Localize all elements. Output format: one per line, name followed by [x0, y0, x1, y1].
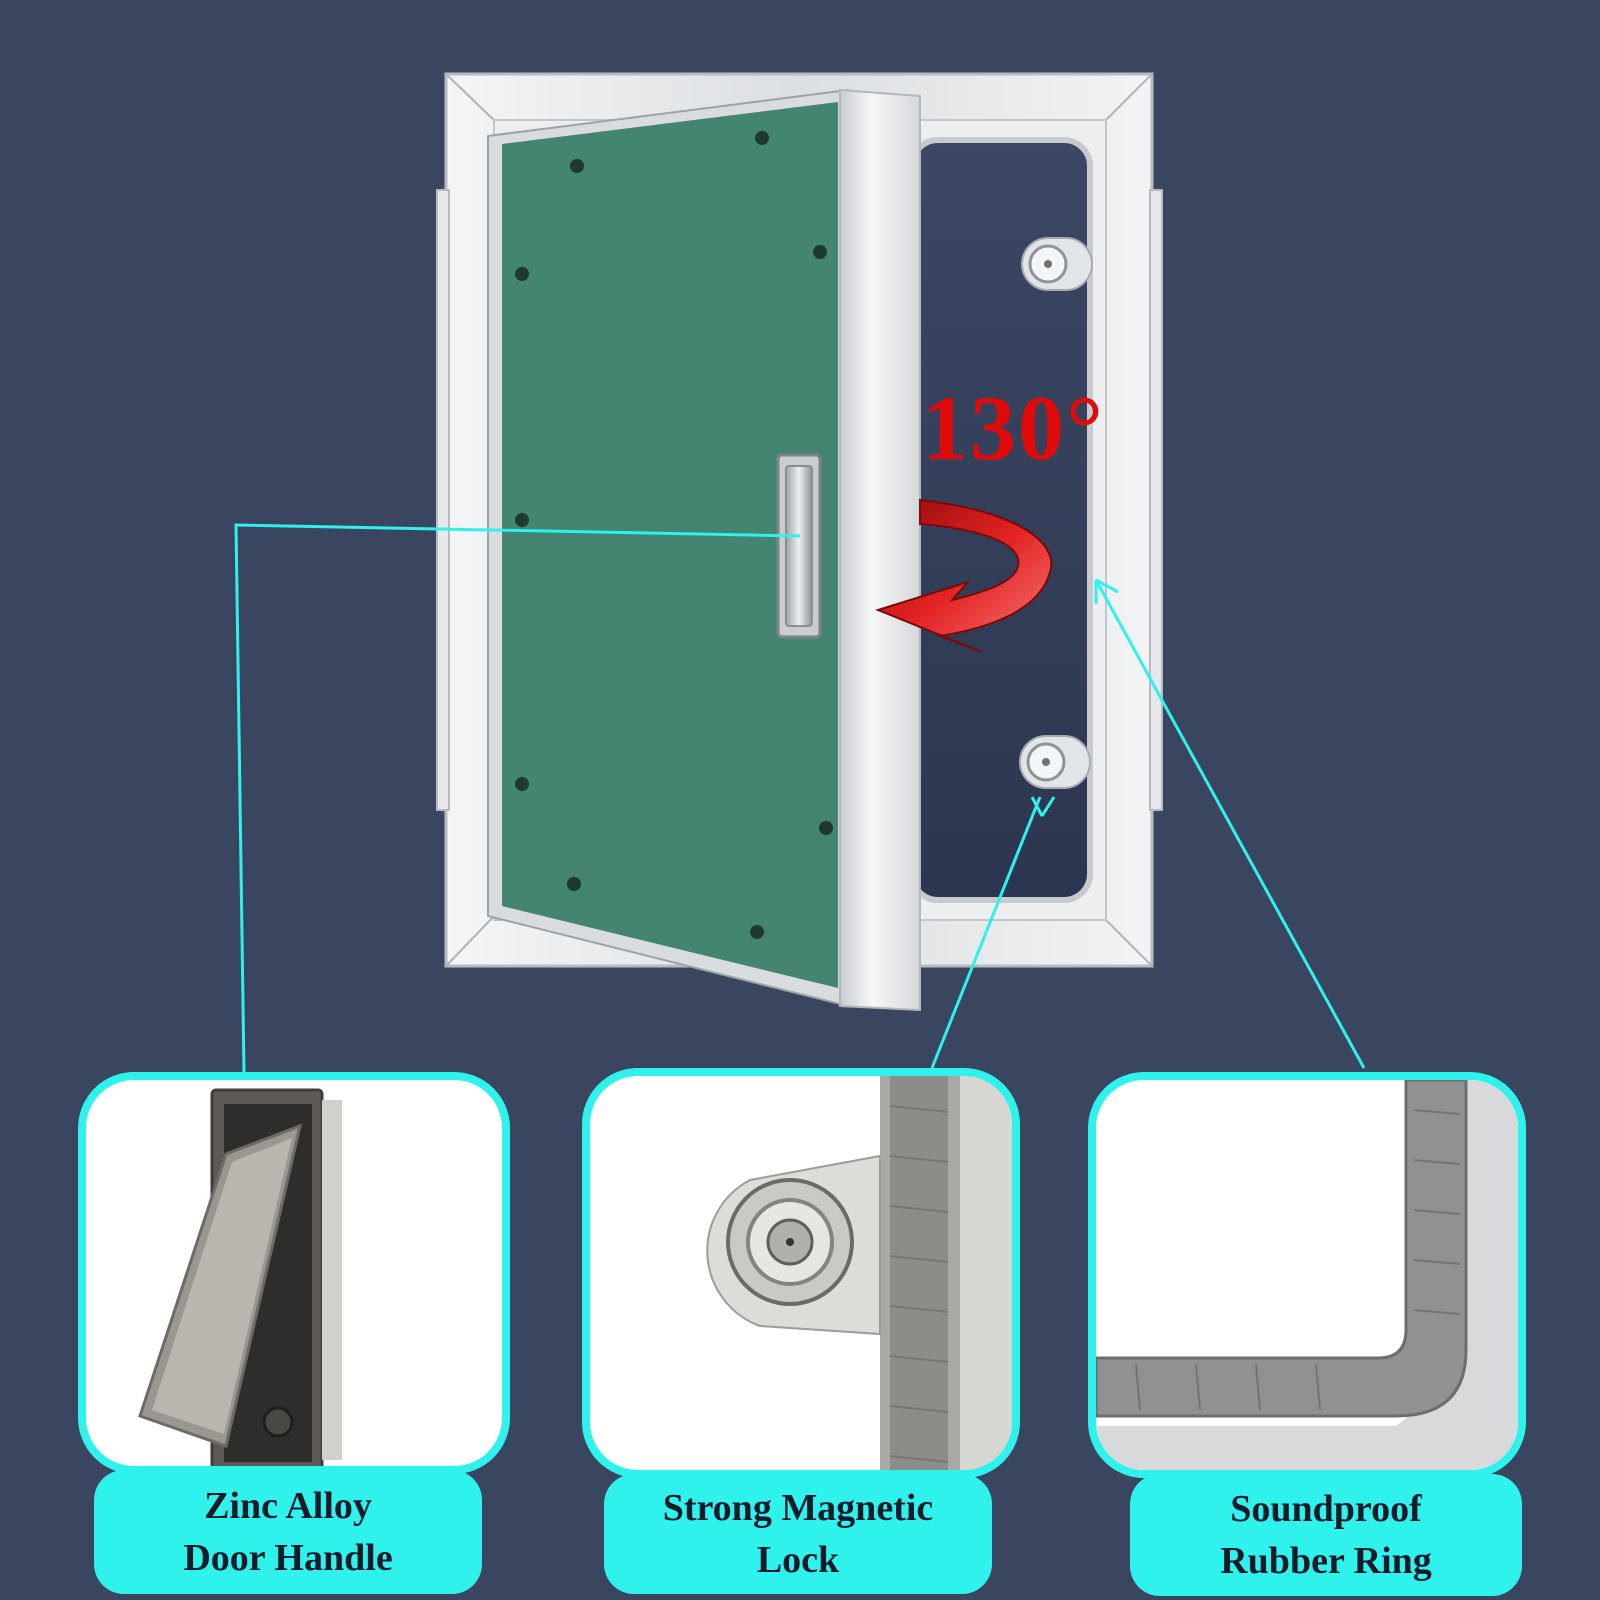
- feature-image-rubber-ring: [1088, 1072, 1526, 1478]
- callout-lines: [234, 523, 1366, 1073]
- door-handle: [776, 453, 822, 639]
- magnetic-catch-bottom: [1019, 735, 1091, 789]
- feature-label-ring-line2: Rubber Ring: [1220, 1540, 1432, 1582]
- feature-label-magnetic-lock: Strong Magnetic Lock: [604, 1474, 992, 1594]
- handle-callout-line: [234, 523, 801, 1073]
- rubber-seal-closeup-icon: [1096, 1080, 1518, 1470]
- door-panel: [487, 88, 921, 1012]
- opening-angle-label: 130°: [922, 377, 1105, 479]
- lock-callout-line: [930, 796, 1042, 1069]
- feature-image-handle: [78, 1072, 510, 1474]
- feature-label-handle-line2: Door Handle: [183, 1537, 393, 1579]
- magnetic-catch-top: [1021, 237, 1093, 291]
- magnet-closeup-icon: [706, 1076, 1012, 1470]
- feature-label-lock-line1: Strong Magnetic: [662, 1487, 934, 1529]
- feature-image-magnetic-lock: [582, 1068, 1020, 1478]
- feature-label-ring-line1: Soundproof: [1230, 1488, 1422, 1530]
- feature-label-handle-line1: Zinc Alloy: [204, 1485, 372, 1527]
- handle-closeup-icon: [138, 1088, 342, 1466]
- rotation-arrow-icon: [875, 498, 1053, 653]
- feature-label-rubber-ring: Soundproof Rubber Ring: [1130, 1474, 1522, 1596]
- ring-callout-line: [1094, 579, 1366, 1069]
- feature-label-lock-line2: Lock: [756, 1539, 840, 1581]
- screw-dots: [515, 131, 833, 939]
- feature-label-handle: Zinc Alloy Door Handle: [94, 1470, 482, 1594]
